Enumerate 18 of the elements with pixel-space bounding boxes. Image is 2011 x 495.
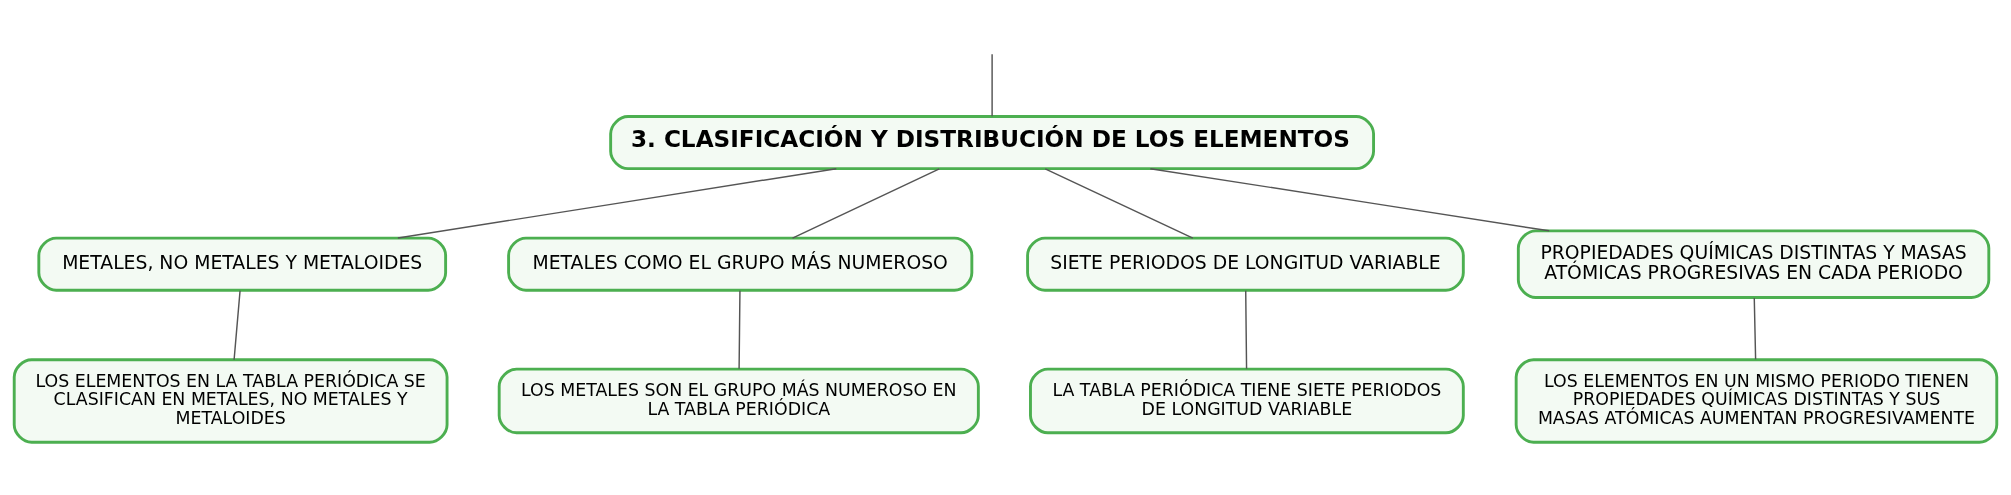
node-box: METALES COMO EL GRUPO MÁS NUMEROSO [507, 236, 974, 292]
node-box: LOS ELEMENTOS EN UN MISMO PERIODO TIENEN PROPIEDADES QUÍMICAS DISTINTAS Y SUS MASAS ATÓMICAS AUMENTAN PROGRESIVAMENTE [1514, 358, 1999, 444]
connector [1753, 297, 1757, 360]
node-box: PROPIEDADES QUÍMICAS DISTINTAS Y MASAS ATÓMICAS PROGRESIVAS EN CADA PERIODO [1516, 229, 1991, 299]
node-box: LA TABLA PERIÓDICA TIENE SIETE PERIODOS DE LONGITUD VARIABLE [1029, 367, 1465, 435]
node-box: SIETE PERIODOS DE LONGITUD VARIABLE [1026, 236, 1465, 292]
node-box: LOS ELEMENTOS EN LA TABLA PERIÓDICA SE CLASIFICAN EN METALES, NO METALES Y METALOIDES [12, 358, 449, 444]
connector [233, 290, 241, 361]
connector [791, 168, 941, 239]
connector [1245, 290, 1248, 370]
node-box: LOS METALES SON EL GRUPO MÁS NUMEROSO EN LA TABLA PERIÓDICA [497, 367, 980, 435]
connector [991, 53, 993, 117]
connector [1149, 167, 1550, 232]
node-box: 3. CLASIFICACIÓN Y DISTRIBUCIÓN DE LOS ELEMENTOS [609, 115, 1375, 171]
node-box: METALES, NO METALES Y METALOIDES [37, 236, 448, 292]
connector [738, 290, 741, 370]
connector [1044, 168, 1194, 239]
connector [397, 167, 837, 239]
